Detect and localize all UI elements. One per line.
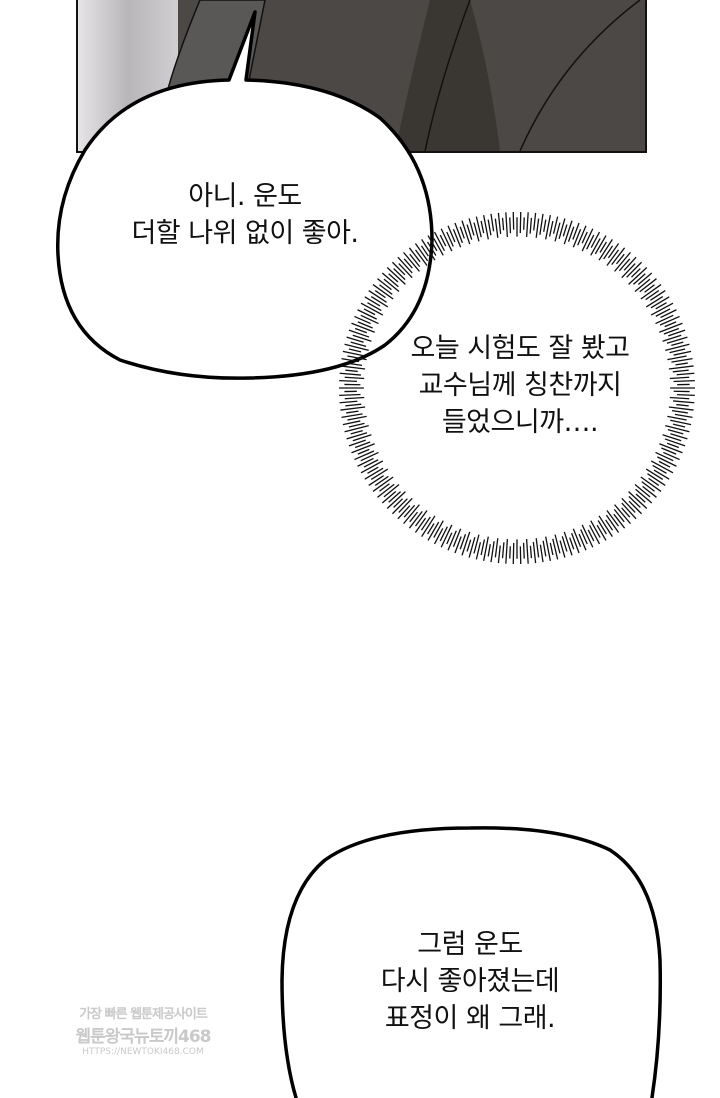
bubble-3-text: 그럼 운도 다시 좋아졌는데 표정이 왜 그래. (285, 926, 655, 1037)
dialogue-line: 교수님께 칭찬까지 (418, 370, 622, 401)
dialogue-line: 더할 나위 없이 좋아. (131, 218, 359, 249)
speech-bubble-1 (55, 10, 434, 380)
dialogue-line: 그럼 운도 (417, 929, 523, 960)
dialogue-line: 다시 좋아졌는데 (380, 966, 560, 997)
watermark-line: HTTPS://NEWTOKI468.COM (82, 1047, 204, 1057)
watermark-logo: 가장 빠른 웹툰제공사이트 웹툰왕국뉴토끼468 HTTPS://NEWTOKI… (48, 915, 238, 1057)
dialogue-line: 아니. 운도 (188, 181, 302, 212)
bubble-2-text: 오늘 시험도 잘 봤고 교수님께 칭찬까지 들었으니까…. (340, 330, 700, 441)
thought-burst-bubble (339, 212, 695, 564)
speech-bubble-3 (280, 826, 663, 1098)
dialogue-line: 들었으니까…. (441, 407, 599, 438)
watermark-line: 가장 빠른 웹툰제공사이트 (79, 1007, 208, 1022)
bubble-1-text: 아니. 운도 더할 나위 없이 좋아. (60, 178, 430, 252)
watermark-line: 웹툰왕국뉴토끼468 (75, 1027, 212, 1047)
dialogue-line: 오늘 시험도 잘 봤고 (410, 333, 630, 364)
burst-lines (339, 212, 695, 564)
dialogue-line: 표정이 왜 그래. (384, 1003, 556, 1034)
